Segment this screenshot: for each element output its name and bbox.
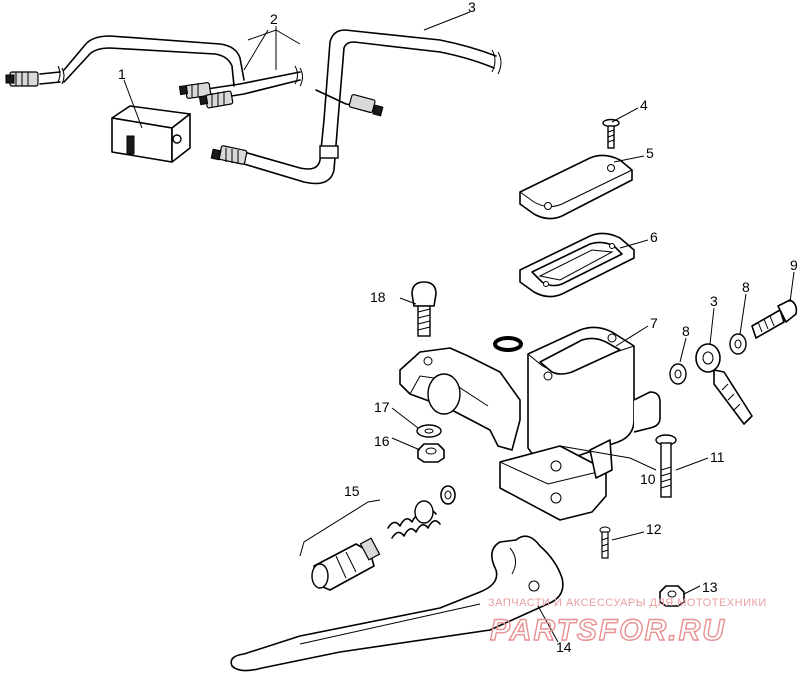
callout-3-banjo: 3 <box>710 293 718 309</box>
callout-16: 16 <box>374 433 390 449</box>
cover-screw <box>602 118 620 149</box>
lever-nut <box>659 585 685 607</box>
brake-line-left <box>5 35 245 87</box>
watermark-brand: PARTSFOR.RU <box>490 614 726 647</box>
piston-assembly <box>299 485 456 591</box>
callout-8-right: 8 <box>742 279 750 295</box>
callout-1: 1 <box>118 66 126 82</box>
callout-15: 15 <box>344 483 360 499</box>
callout-11: 11 <box>710 449 725 465</box>
banjo-bolt <box>751 299 798 339</box>
callout-18: 18 <box>370 289 386 305</box>
clamp-washer <box>416 424 442 438</box>
callout-5: 5 <box>646 145 654 161</box>
clamp-nut <box>417 443 445 463</box>
sealing-washer-b <box>729 333 747 355</box>
reservoir-cover <box>519 154 633 220</box>
callout-10: 10 <box>640 471 656 487</box>
callout-2: 2 <box>270 11 278 27</box>
callout-7: 7 <box>650 315 658 331</box>
junction-block <box>111 105 191 163</box>
watermark: ЗАПЧАСТИ И АКСЕССУАРЫ ДЛЯ МОТОТЕХНИКИ PA… <box>488 597 767 648</box>
reservoir-diaphragm <box>519 232 635 298</box>
callout-3-line: 3 <box>468 0 476 15</box>
banjo-fitting <box>695 343 753 425</box>
callout-17: 17 <box>374 399 390 415</box>
callout-6: 6 <box>650 229 658 245</box>
callout-labels: 1 2 3 4 5 6 7 8 8 3 9 10 11 12 13 14 15 … <box>118 0 798 655</box>
brake-line-3 <box>210 29 502 185</box>
o-ring <box>493 336 523 352</box>
lever-screw <box>599 526 611 559</box>
sealing-washer-a <box>669 363 687 385</box>
pivot-bolt <box>655 434 677 498</box>
callout-8-left: 8 <box>682 323 690 339</box>
callout-12: 12 <box>646 521 662 537</box>
callout-4: 4 <box>640 97 648 113</box>
callout-9: 9 <box>790 257 798 273</box>
leader-lines <box>123 11 795 643</box>
watermark-tagline: ЗАПЧАСТИ И АКСЕССУАРЫ ДЛЯ МОТОТЕХНИКИ <box>488 597 767 609</box>
callout-14: 14 <box>556 639 572 655</box>
master-cylinder-body <box>399 326 661 521</box>
brake-line-2 <box>178 65 303 109</box>
brake-lever <box>230 535 564 672</box>
clamp-bolt <box>411 281 437 337</box>
callout-13: 13 <box>702 579 718 595</box>
